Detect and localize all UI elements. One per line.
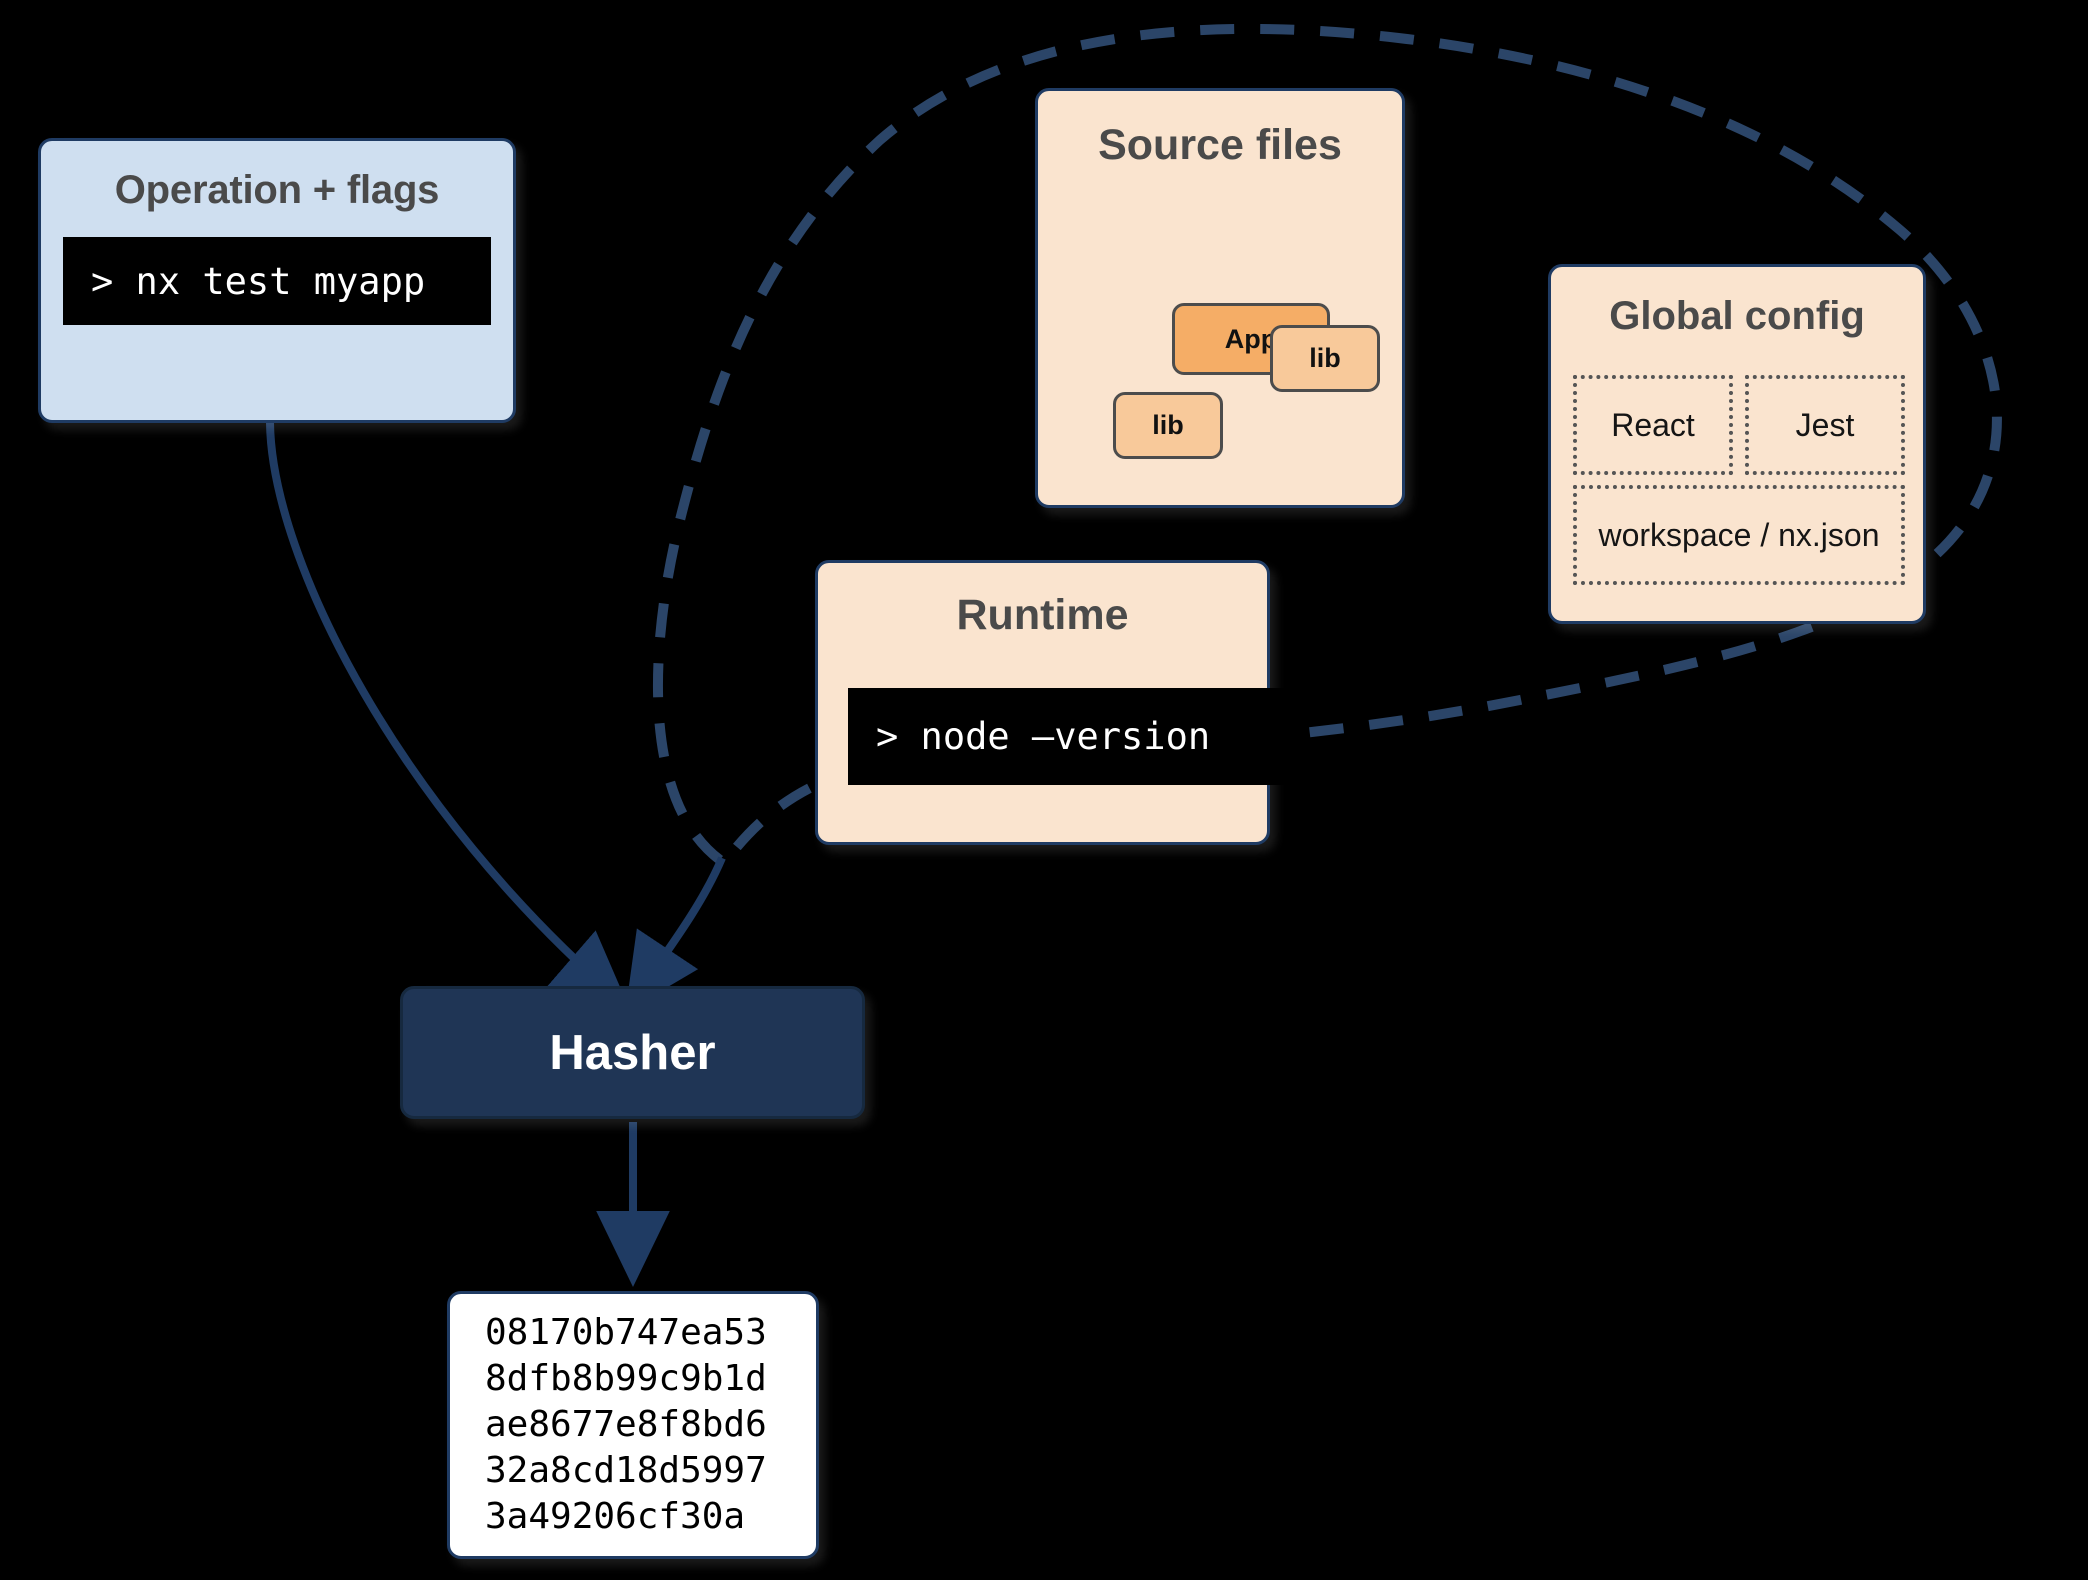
global-config-title: Global config — [1609, 294, 1865, 338]
config-chip-react[interactable]: React — [1573, 375, 1733, 475]
source-files-card[interactable]: Source files — [1035, 88, 1405, 508]
edge-operation-to-hasher — [266, 422, 630, 1008]
runtime-title: Runtime — [956, 591, 1129, 639]
operation-terminal: > nx test myapp — [63, 237, 491, 325]
operation-title: Operation + flags — [114, 168, 440, 212]
operation-flags-card[interactable]: Operation + flags > nx test myapp — [38, 138, 516, 423]
runtime-terminal: > node –version — [848, 688, 1288, 785]
hash-output-text: 08170b747ea53 8dfb8b99c9b1d ae8677e8f8bd… — [485, 1311, 767, 1538]
hasher-card[interactable]: Hasher — [400, 986, 865, 1119]
config-chip-workspace-nxjson[interactable]: workspace / nx.json — [1573, 485, 1905, 585]
global-config-card[interactable]: Global config React Jest workspace / nx.… — [1548, 264, 1926, 624]
hash-output-card[interactable]: 08170b747ea53 8dfb8b99c9b1d ae8677e8f8bd… — [447, 1291, 819, 1559]
source-node-lib-right[interactable]: lib — [1270, 325, 1380, 392]
edge-inputs-to-hasher — [625, 856, 726, 1012]
runtime-card[interactable]: Runtime > node –version — [815, 560, 1288, 845]
config-chip-jest[interactable]: Jest — [1745, 375, 1905, 475]
source-files-title: Source files — [1098, 121, 1342, 169]
source-node-lib-left[interactable]: lib — [1113, 392, 1223, 459]
hasher-label: Hasher — [549, 1025, 716, 1080]
